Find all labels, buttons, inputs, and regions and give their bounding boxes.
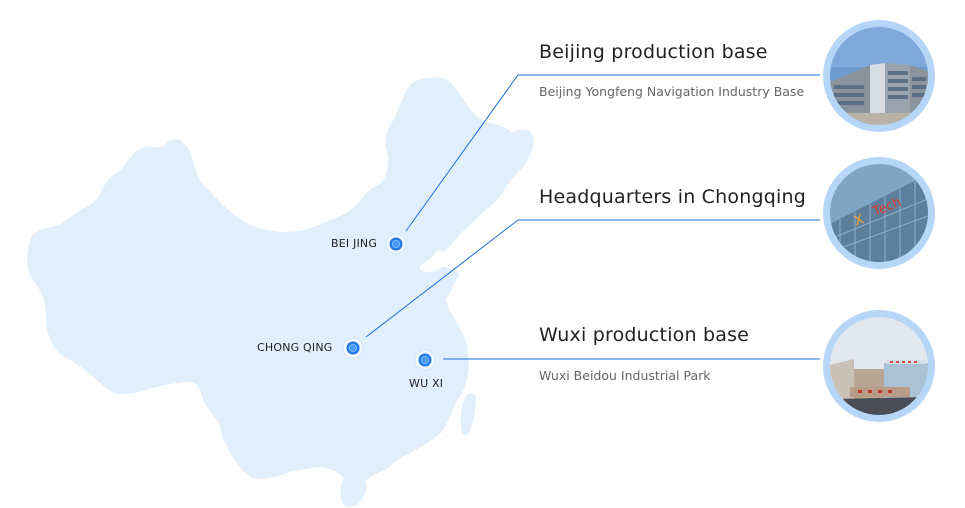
base-title-wuxi: Wuxi production base: [539, 324, 750, 346]
city-label-wuxi: WU XI: [409, 377, 444, 390]
photo-wuxi-base: [823, 310, 935, 422]
city-label-chongqing: CHONG QING: [257, 341, 333, 354]
photo-chongqing-hq: X Tech: [823, 157, 935, 269]
city-label-beijing: BEI JING: [331, 237, 378, 250]
base-subtitle-wuxi: Wuxi Beidou Industrial Park: [539, 368, 711, 383]
location-dot-ring: [392, 240, 400, 248]
taiwan-island-shape: [460, 393, 476, 435]
china-map-shape: [27, 77, 534, 483]
location-dot-ring: [421, 356, 429, 364]
industrial-park-photo: [830, 317, 928, 415]
base-title-chongqing: Headquarters in Chongqing: [539, 186, 806, 208]
hainan-island-shape: [340, 475, 367, 507]
location-dot-icon: [418, 353, 432, 367]
connector-line-beijing: [405, 74, 820, 232]
location-dot-icon: [346, 341, 360, 355]
base-title-beijing: Beijing production base: [539, 41, 768, 63]
marker-wuxi[interactable]: [414, 349, 436, 371]
location-dot-icon: [389, 237, 403, 251]
office-building-photo: [830, 27, 928, 125]
marker-chongqing[interactable]: [342, 337, 364, 359]
location-dot-ring: [349, 344, 357, 352]
liaodong-peninsula-shape: [436, 224, 461, 252]
connector-line-chongqing: [365, 219, 820, 338]
base-subtitle-beijing: Beijing Yongfeng Navigation Industry Bas…: [539, 84, 805, 99]
marker-beijing[interactable]: [385, 233, 407, 255]
photo-beijing-base: [823, 20, 935, 132]
xiantech-headquarters-photo: X Tech: [830, 164, 928, 262]
